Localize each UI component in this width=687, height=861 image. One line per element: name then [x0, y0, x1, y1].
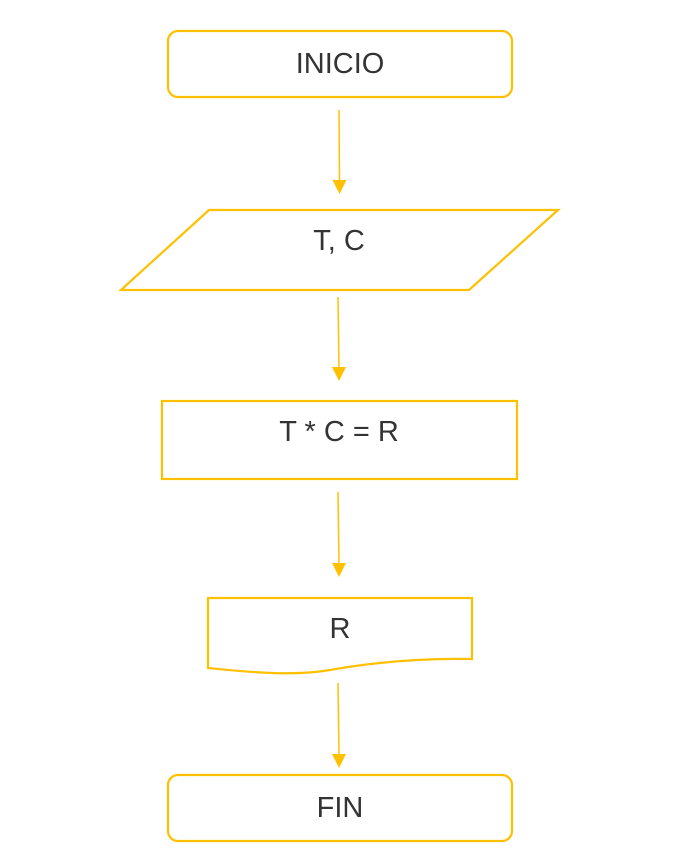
connector-output-to-end	[332, 682, 346, 768]
process-label: T * C = R	[279, 416, 399, 448]
connector-line	[337, 296, 340, 369]
arrowhead	[332, 563, 346, 577]
output-node: R	[206, 596, 474, 675]
process-node: T * C = R	[160, 399, 519, 481]
connector-line	[337, 682, 340, 756]
start-node: INICIO	[166, 29, 514, 99]
connector-line	[337, 491, 340, 565]
input-parallelogram-shape	[118, 208, 561, 292]
end-node: FIN	[166, 773, 514, 843]
connector-input-to-process	[332, 296, 346, 381]
end-label: FIN	[317, 792, 364, 824]
input-label: T, C	[313, 225, 365, 257]
arrowhead	[332, 754, 346, 768]
connector-line	[338, 109, 341, 182]
output-label: R	[330, 613, 351, 645]
end-terminator-shape	[166, 773, 514, 843]
process-rectangle-shape	[160, 399, 519, 481]
connector-start-to-input	[332, 109, 347, 194]
connector-process-to-output	[332, 491, 346, 577]
arrowhead	[332, 180, 347, 194]
input-node: T, C	[118, 208, 561, 292]
arrowhead	[332, 367, 346, 381]
output-document-shape	[206, 596, 474, 675]
start-terminator-shape	[166, 29, 514, 99]
start-label: INICIO	[296, 48, 385, 80]
